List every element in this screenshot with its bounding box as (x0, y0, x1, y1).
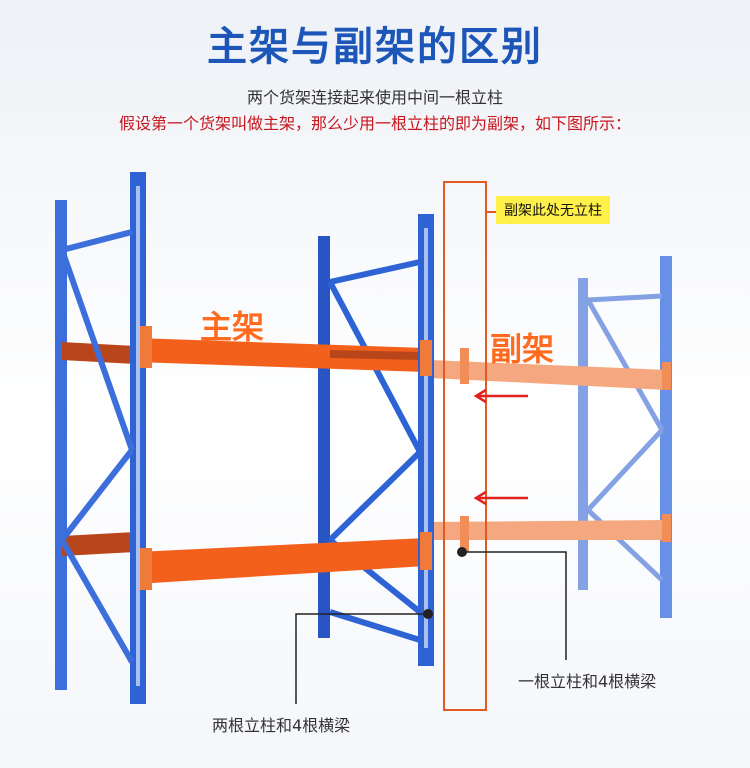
main-upper-beam (136, 338, 426, 372)
main-back-right-post (318, 236, 330, 638)
note-sub-rack: 一根立柱和4根横梁 (518, 672, 657, 691)
sub-rack-upper-hook (460, 348, 469, 384)
main-rack-beams (62, 338, 426, 584)
main-lower-left-connector (140, 548, 152, 590)
missing-column-box (443, 181, 487, 711)
sub-rack-lower-connector (662, 514, 671, 542)
sub-rack-front-post (660, 256, 672, 618)
sub-rack (430, 256, 672, 618)
sub-rack-upper-beam (430, 360, 668, 390)
main-rack-back-frame (55, 200, 423, 690)
main-upper-left-connector (140, 326, 152, 368)
arrow-icon-lower (473, 490, 528, 506)
page-title: 主架与副架的区别 (207, 24, 543, 70)
callout-main (295, 613, 428, 704)
callout-sub-dot (457, 547, 467, 557)
subtitle-line-2: 假设第一个货架叫做主架，那么少用一根立柱的即为副架，如下图所示： (118, 114, 631, 133)
main-lower-right-connector (420, 532, 432, 570)
main-rack-label: 主架 (200, 308, 265, 346)
sub-rack-lower-beam (430, 520, 668, 540)
post-slots (136, 186, 428, 686)
callout-sub (462, 551, 567, 660)
sub-rack-back-post (578, 278, 588, 590)
main-back-left-post (55, 200, 67, 690)
callout-main-dot (423, 609, 433, 619)
main-rack-front-frame (59, 172, 434, 704)
sub-rack-label: 副架 (490, 330, 555, 368)
sub-rack-upper-connector (662, 362, 671, 390)
subtitle-line-1: 两个货架连接起来使用中间一根立柱 (246, 88, 503, 107)
arrow-icon-upper (473, 388, 528, 404)
main-lower-beam (136, 538, 426, 584)
main-upper-right-connector (420, 340, 432, 376)
note-main-rack: 两根立柱和4根横梁 (212, 716, 351, 735)
sub-rack-lower-hook (460, 516, 469, 552)
no-column-tag: 副架此处无立柱 (496, 196, 610, 224)
main-front-bracing (59, 229, 135, 664)
main-back-bracing (327, 259, 423, 643)
